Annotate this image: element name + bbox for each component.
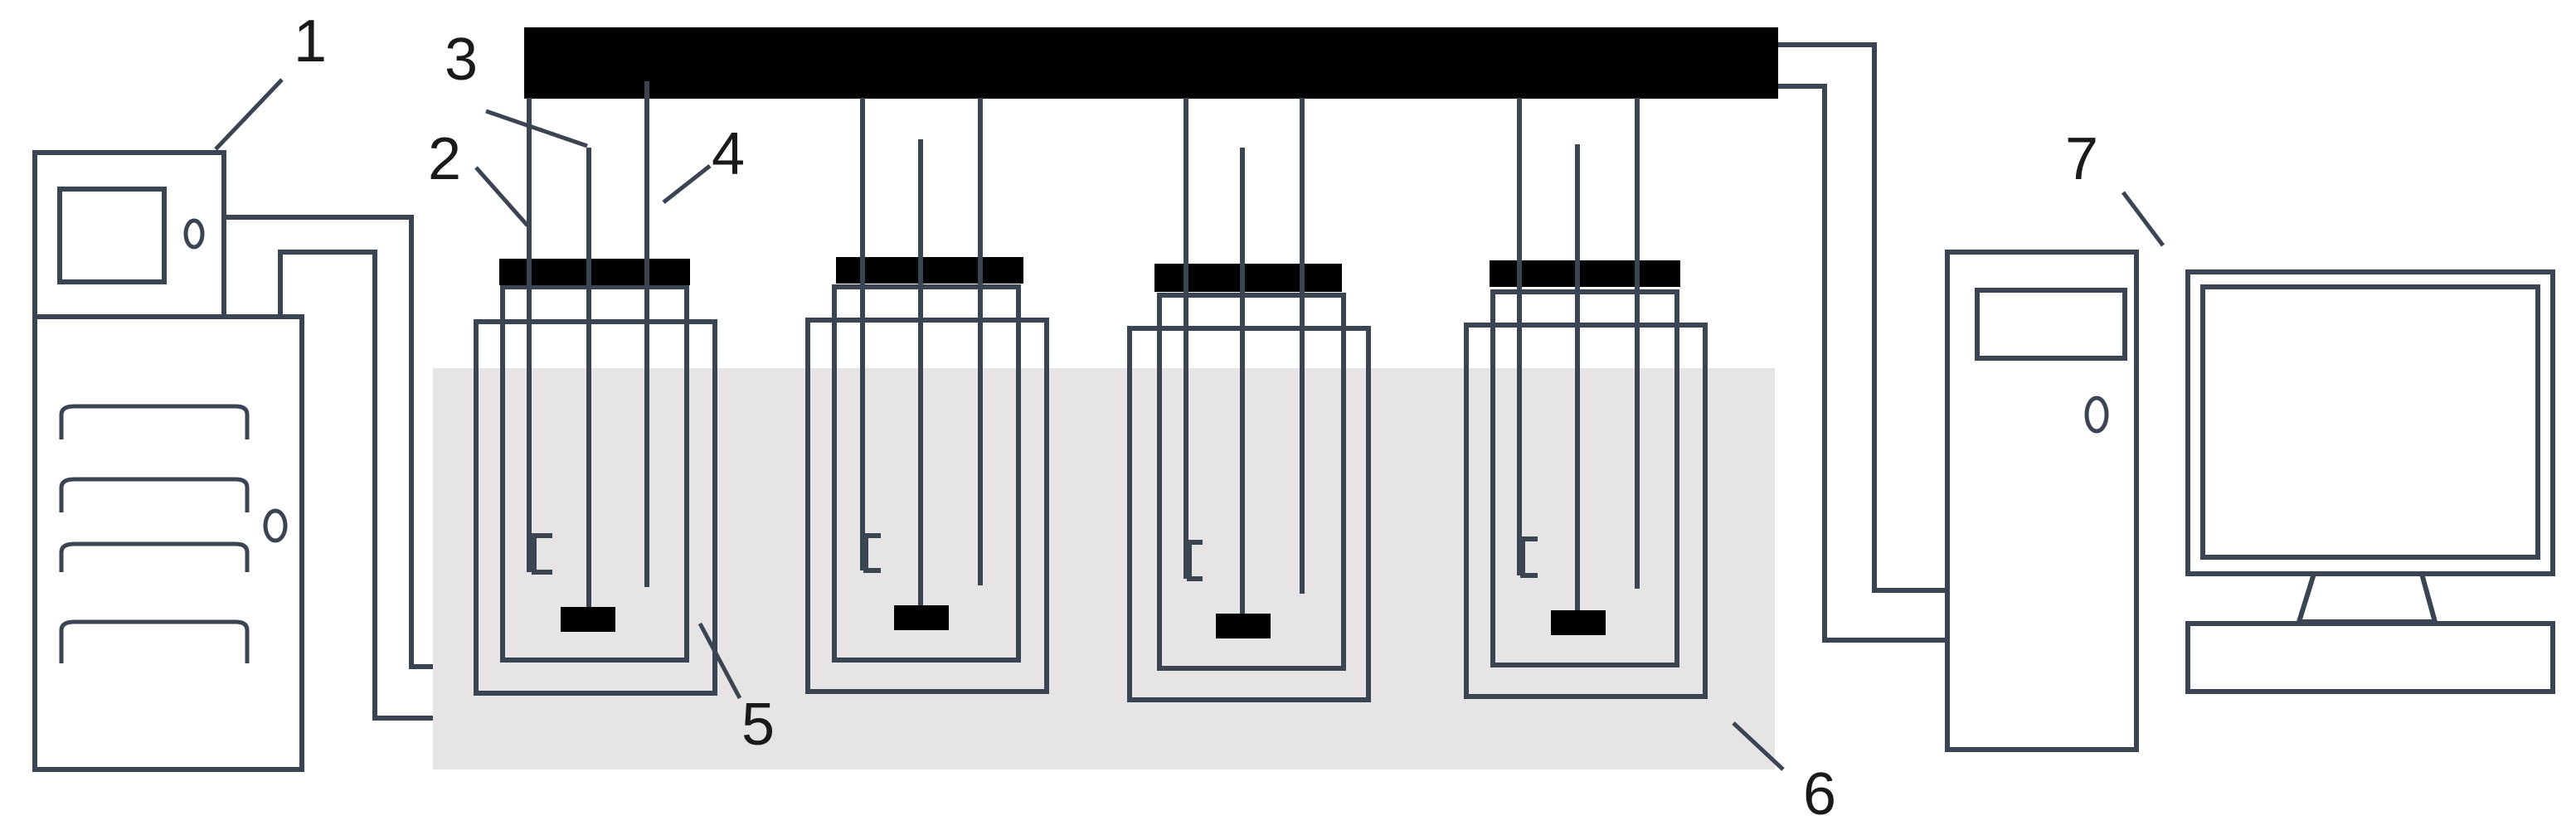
leader-2 <box>474 166 529 227</box>
leader-6 <box>1732 721 1785 771</box>
top-bus-bar <box>524 27 1778 99</box>
computer-tower <box>1945 250 2139 752</box>
circulator-unit <box>32 150 304 772</box>
reactor-4 <box>1464 98 1708 699</box>
data-cable-lower <box>1778 84 1949 643</box>
water-bath <box>433 368 1775 769</box>
label-6: 6 <box>1803 761 1836 828</box>
label-5: 5 <box>741 692 775 758</box>
leader-5 <box>697 622 742 700</box>
circulation-hose-inner <box>278 250 433 721</box>
label-1: 1 <box>294 8 327 75</box>
leader-7 <box>2122 191 2165 247</box>
reactor-2 <box>805 98 1049 694</box>
leader-3 <box>485 109 588 148</box>
leader-1 <box>214 78 284 151</box>
reactor-3 <box>1127 98 1371 702</box>
monitor <box>2185 269 2555 694</box>
label-7: 7 <box>2065 126 2098 192</box>
label-3: 3 <box>445 27 478 93</box>
label-4: 4 <box>712 121 745 187</box>
reactor-1 <box>474 81 717 696</box>
data-cable-upper <box>1778 42 1949 593</box>
label-2: 2 <box>428 126 461 192</box>
leader-4 <box>662 164 712 204</box>
circulation-hose-outer <box>221 215 433 669</box>
